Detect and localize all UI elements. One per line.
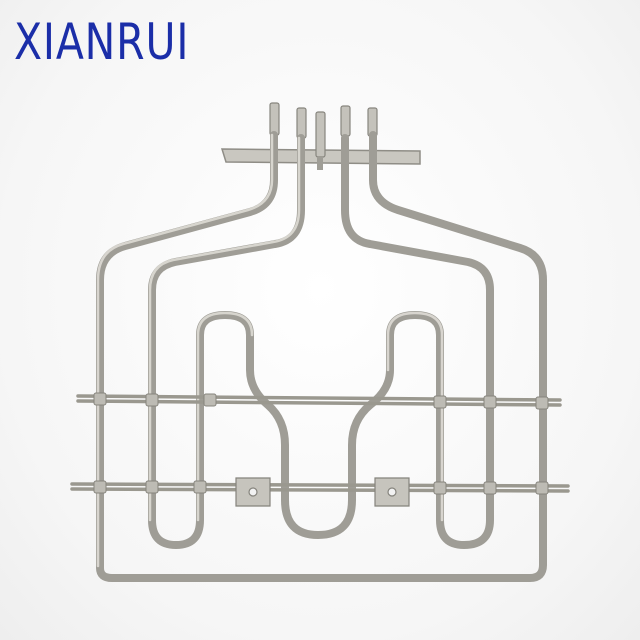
heating-tube (96, 131, 547, 582)
rod-clips (93, 392, 549, 495)
brand-logo: XIANRUI (14, 13, 190, 71)
tube-highlight (96, 133, 444, 568)
mounting-tabs (235, 477, 410, 507)
